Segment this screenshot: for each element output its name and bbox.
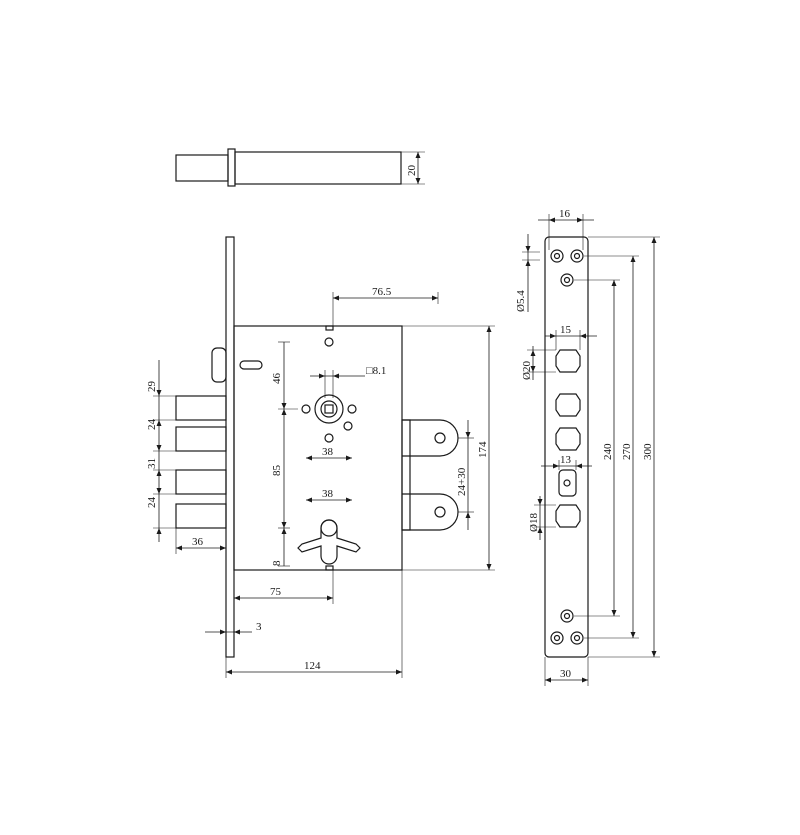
dim-bolt-gap-29: 29 bbox=[146, 381, 158, 393]
dim-8: 8 bbox=[271, 560, 283, 566]
dim-length-270: 270 bbox=[621, 443, 633, 460]
dim-bolt-gap-31: 31 bbox=[146, 458, 158, 469]
bolt-3 bbox=[175, 469, 227, 495]
dim-backset-75: 75 bbox=[270, 586, 282, 598]
dim-bolt-gap-24a: 24 bbox=[146, 419, 158, 431]
faceplate-front-view bbox=[544, 236, 589, 658]
dim-faceplate-width-top: 16 bbox=[559, 208, 571, 220]
front-view-dimensions: 16 Ø5.4 15 Ø20 13 Ø18 bbox=[515, 208, 660, 686]
dim-46: 46 bbox=[271, 373, 283, 385]
faceplate-slot-2 bbox=[555, 393, 581, 417]
faceplate-slot-3 bbox=[555, 427, 581, 451]
faceplate-latch-hole bbox=[558, 469, 577, 497]
dim-plate-thickness: 3 bbox=[256, 621, 262, 633]
dim-length-300: 300 bbox=[642, 443, 654, 460]
dim-bolt-diameter: 20 bbox=[406, 165, 418, 177]
faceplate-slot-4 bbox=[555, 504, 581, 528]
dim-bolt-gap-24b: 24 bbox=[146, 497, 158, 509]
dim-length-240: 240 bbox=[602, 443, 614, 460]
dim-screw-hole: Ø5.4 bbox=[515, 290, 527, 312]
cylinder-cutout bbox=[297, 519, 361, 565]
dim-backset-top: 76.5 bbox=[372, 286, 392, 298]
lock-case-side-view bbox=[175, 236, 459, 658]
dim-bolt-throw: 36 bbox=[192, 536, 204, 548]
dim-latch-spacing: 24+30 bbox=[456, 467, 468, 496]
dim-round-hole: Ø18 bbox=[528, 513, 540, 532]
dim-case-height: 174 bbox=[477, 441, 489, 458]
dim-38-bottom: 38 bbox=[322, 488, 334, 500]
spindle-hub bbox=[314, 394, 344, 424]
side-view-dimensions: 76.5 □8.1 46 85 8 38 38 bbox=[146, 286, 495, 678]
bolt-4 bbox=[175, 503, 227, 529]
dim-faceplate-inner: 15 bbox=[560, 324, 572, 336]
dim-spindle-square: □8.1 bbox=[366, 365, 386, 377]
dim-85: 85 bbox=[271, 465, 283, 477]
bolt-2 bbox=[175, 426, 227, 452]
dim-case-depth: 124 bbox=[304, 660, 321, 672]
bolt-1 bbox=[175, 395, 227, 421]
dim-38-top: 38 bbox=[322, 446, 334, 458]
dim-slot-width-13: 13 bbox=[560, 454, 572, 466]
dim-faceplate-width-bottom: 30 bbox=[560, 668, 572, 680]
faceplate-slot-1 bbox=[555, 349, 581, 373]
dim-slot-diameter: Ø20 bbox=[521, 361, 533, 380]
bolt-top-view: 20 bbox=[175, 148, 425, 187]
